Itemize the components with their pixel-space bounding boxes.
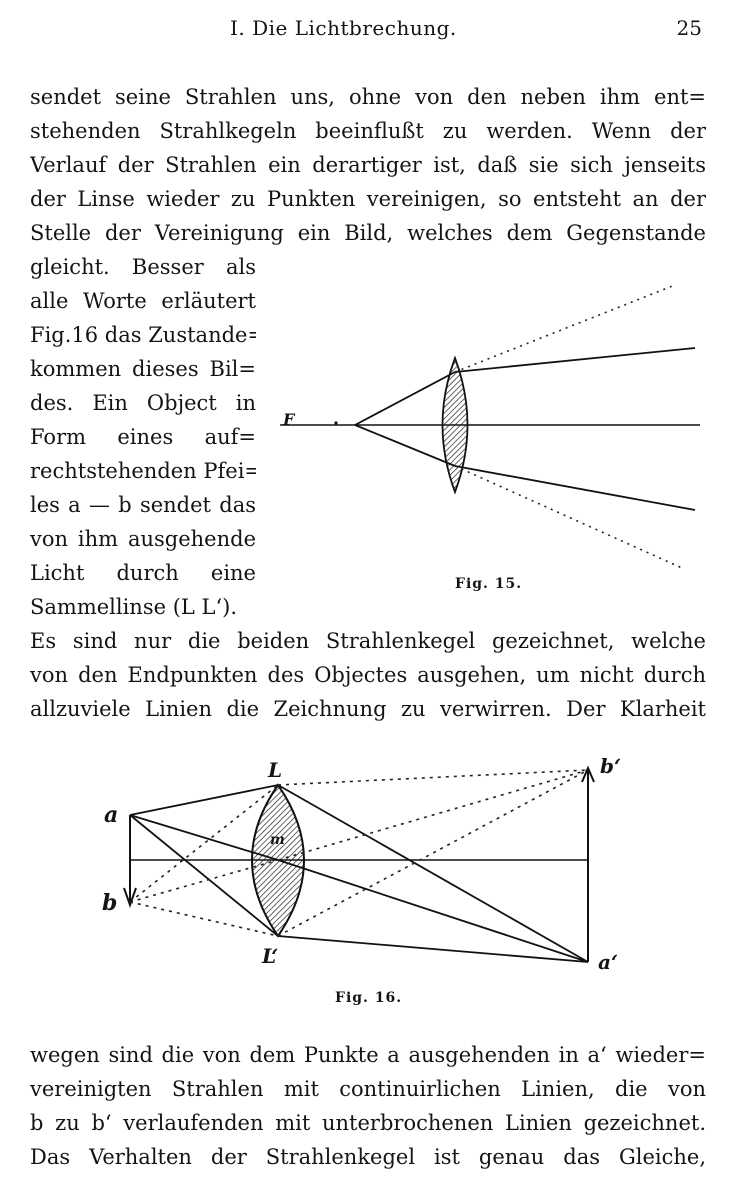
text-line: wegen sind die von dem Punkte a ausgehen… bbox=[30, 1043, 706, 1067]
text-line: Form eines auf= bbox=[30, 425, 256, 449]
page-number: 25 bbox=[676, 16, 702, 40]
image-point-a-prime-label: a‘ bbox=[598, 950, 618, 974]
dashed-rays-from-b bbox=[129, 769, 589, 937]
running-header: I. Die Lichtbrechung. 25 bbox=[30, 12, 710, 44]
lens-edge-L-label: L bbox=[268, 758, 283, 782]
lens-edge-L-prime-label: L‘ bbox=[262, 944, 279, 968]
text-line: Stelle der Vereinigung ein Bild, welches… bbox=[30, 221, 706, 245]
figure-16-caption: Fig. 16. bbox=[335, 990, 403, 1006]
text-line: Es sind nur die beiden Strahlenkegel gez… bbox=[30, 629, 706, 653]
object-point-b-label: b bbox=[102, 890, 118, 916]
text-line: von den Endpunkten des Objectes ausgehen… bbox=[30, 663, 706, 687]
object-arrow bbox=[123, 815, 137, 909]
text-line: sendet seine Strahlen uns, ohne von den … bbox=[30, 85, 706, 109]
text-line: des. Ein Object in bbox=[30, 391, 256, 415]
text-line: rechtstehenden Pfei= bbox=[30, 459, 256, 483]
text-line: Verlauf der Strahlen ein derartiger ist,… bbox=[30, 153, 706, 177]
text-line: les a — b sendet das bbox=[30, 493, 256, 517]
text-line: Sammellinse (L L‘). bbox=[30, 595, 238, 619]
lens-center-m-label: m bbox=[270, 832, 285, 848]
figure-15: F bbox=[270, 270, 710, 580]
image-arrow bbox=[581, 765, 595, 962]
text-line: Das Verhalten der Strahlenkegel ist gena… bbox=[30, 1145, 706, 1169]
figure-15-caption: Fig. 15. bbox=[455, 576, 523, 592]
text-line: stehenden Strahlkegeln beeinflußt zu wer… bbox=[30, 119, 706, 143]
refracted-rays bbox=[454, 347, 696, 511]
incident-rays bbox=[354, 371, 456, 467]
figure-16: a b L L‘ m b‘ a‘ bbox=[100, 740, 660, 980]
text-line: Fig.16 das Zustande= bbox=[30, 323, 256, 347]
text-line: alle Worte erläutert bbox=[30, 289, 256, 313]
chapter-title: I. Die Lichtbrechung. bbox=[230, 16, 457, 40]
text-line: der Linse wieder zu Punkten vereinigen, … bbox=[30, 187, 706, 211]
text-line: kommen dieses Bil= bbox=[30, 357, 256, 381]
converging-lens bbox=[441, 355, 469, 495]
solid-rays-from-a bbox=[129, 784, 589, 963]
text-line: von ihm ausgehende bbox=[30, 527, 256, 551]
dotted-projections bbox=[454, 284, 683, 569]
focal-point-mark bbox=[334, 421, 338, 425]
text-line: Licht durch eine bbox=[30, 561, 256, 585]
text-line: b zu b‘ verlaufenden mit unterbrochenen … bbox=[30, 1111, 706, 1135]
text-line: gleicht. Besser als bbox=[30, 255, 256, 279]
focal-point-label: F bbox=[283, 410, 295, 429]
image-point-b-prime-label: b‘ bbox=[600, 754, 621, 778]
text-line: allzuviele Linien die Zeichnung zu verwi… bbox=[30, 697, 706, 721]
object-point-a-label: a bbox=[104, 802, 119, 828]
text-line: vereinigten Strahlen mit continuirlichen… bbox=[30, 1077, 706, 1101]
